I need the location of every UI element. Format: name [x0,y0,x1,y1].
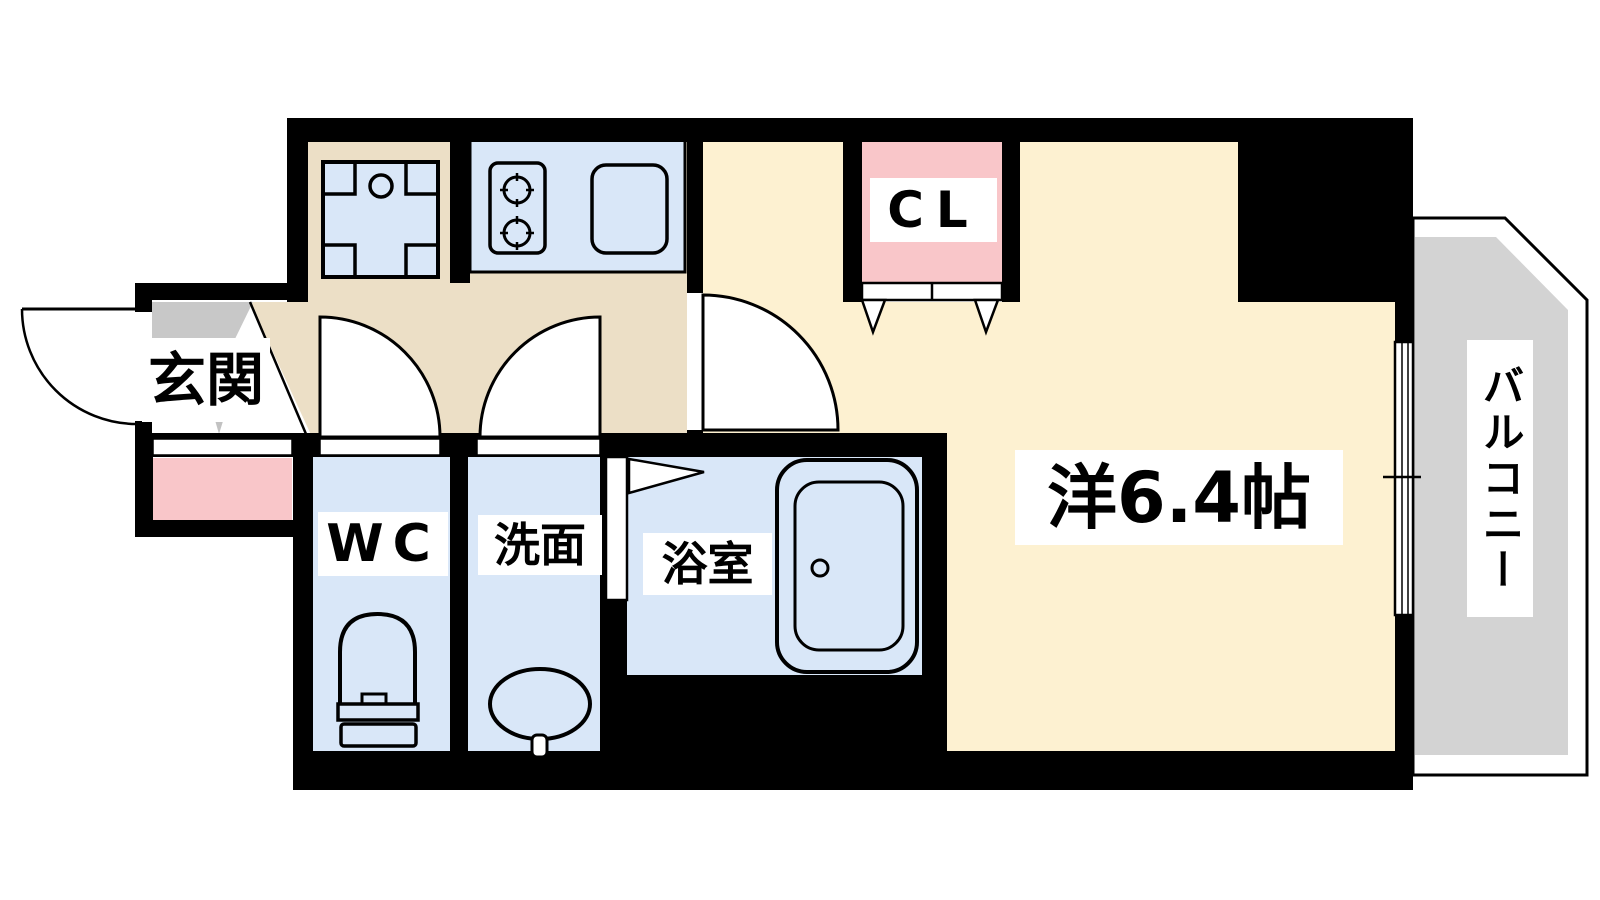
wall-entrance-top [135,283,308,300]
wall-left [287,118,308,302]
bathroom-door-swing [627,457,705,495]
wall-corridor-main-lower [687,430,703,457]
washroom-threshold [476,438,601,456]
kitchen-sink-icon [590,163,669,255]
toilet-tank-bottom [339,722,418,748]
wall-entrance-left-upper [135,300,152,312]
stove-outline [488,161,547,255]
closet-door-swing-left [860,298,887,336]
entrance-door-arc [20,308,138,426]
walls [135,118,1413,790]
closet-folding-door [860,281,1004,336]
main-door-threshold [687,293,703,430]
pan-outline [321,160,440,279]
wall-right-below-window [1395,615,1413,790]
thresholds [152,293,703,456]
bathtub-inner [793,480,905,652]
washroom-label: 洗面 [478,515,602,575]
pan-corner-tl [321,160,357,196]
closet-door-swing-right [973,298,1000,336]
pan-corner-bl [321,243,357,279]
bathtub-icon [775,458,919,674]
wall-shoe-bottom [135,520,310,537]
wall-closet-right [1002,140,1020,302]
wall-bathroom-right [922,433,947,675]
closet-label: CL [870,178,997,242]
bathroom-door-panel [604,455,629,602]
main-room-door-arc [701,293,840,432]
wc-door-arc [318,315,442,439]
pan-drain [368,173,394,199]
wall-under-bathroom [600,675,947,790]
stove-icon [488,161,547,255]
bathroom-door [604,455,705,602]
washroom-door-arc [478,315,602,439]
entrance-step-line [248,301,308,435]
basin-tap [530,733,549,759]
washing-machine-pan-icon [321,160,440,279]
basin-bowl [488,667,592,741]
wall-corridor-main-upper [687,140,703,293]
wall-washroom-bath-divider-bottom [600,600,627,771]
toilet-label: WC [318,512,448,576]
balcony-window [1383,340,1421,617]
wall-wc-washroom-divider [450,433,468,771]
toilet-bowl [338,611,417,708]
toilet-tank-top [336,702,420,722]
main-room-floor [703,140,1395,751]
entrance-label: 玄関 [142,338,270,422]
wall-wc-left [293,437,313,790]
wall-washroom-bath-divider-top [600,433,606,600]
porch-tile [152,302,253,343]
wall-closet-left [843,140,862,302]
bathtub-drain [810,558,830,578]
wall-top-right-block [1238,118,1413,302]
shoe-cabinet [153,458,292,520]
wall-right-above-window [1395,302,1413,342]
toilet-icon [336,611,420,748]
pan-corner-br [404,243,440,279]
washbasin-icon [488,667,592,759]
bathtub-outer [775,458,919,674]
pan-corner-tr [404,160,440,196]
wall-top [287,118,1413,142]
entrance-threshold [152,438,293,456]
window-frame [1393,340,1415,617]
entrance-door [20,307,138,426]
balcony-label: バルコニー [1467,340,1533,617]
wall-pan-counter-divider [450,140,470,283]
bathroom-label: 浴室 [643,533,772,595]
wall-shoe-left [135,447,153,537]
burner-ticks [500,173,534,250]
wc-threshold [319,438,441,456]
main-room-label: 洋6.4帖 [1015,450,1343,545]
